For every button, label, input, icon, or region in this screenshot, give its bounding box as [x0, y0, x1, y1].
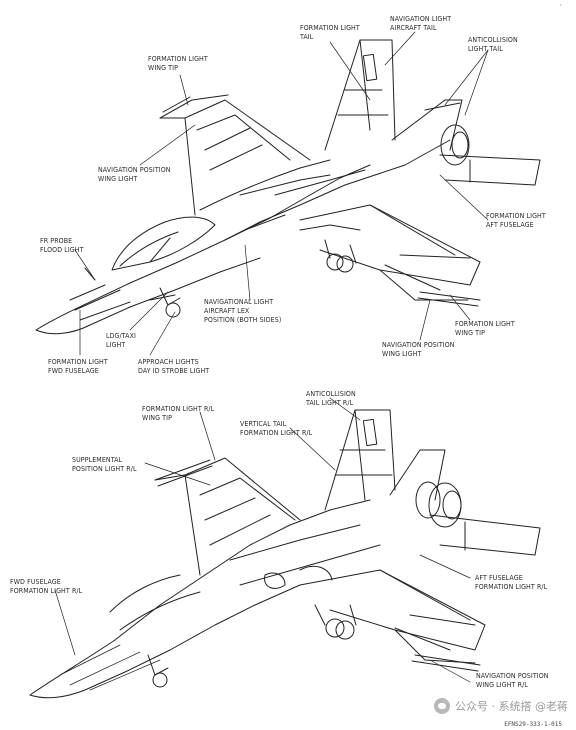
label-formation-light-wing-tip-rl: FORMATION LIGHT R/L WING TIP: [142, 405, 215, 422]
label-fr-probe-flood-light: FR PROBE FLOOD LIGHT: [40, 237, 84, 254]
label-vertical-tail-formation-light: VERTICAL TAIL FORMATION LIGHT R/L: [240, 420, 313, 437]
document-id: EFNS29-333-1-015: [504, 721, 562, 728]
label-aft-fuselage-formation-light: AFT FUSELAGE FORMATION LIGHT R/L: [475, 574, 548, 591]
label-fwd-fuselage-formation-light: FWD FUSELAGE FORMATION LIGHT R/L: [10, 578, 83, 595]
label-formation-light-wing-tip: FORMATION LIGHT WING TIP: [148, 55, 208, 72]
label-anticollision-tail-light: ANTICOLLISION TAIL LIGHT R/L: [306, 390, 356, 407]
corner-mark: ·: [559, 2, 562, 9]
watermark: 公众号 · 系统搭 @老蒋: [434, 698, 568, 714]
label-navigation-position-wing-light: NAVIGATION POSITION WING LIGHT: [98, 166, 171, 183]
label-approach-lights: APPROACH LIGHTS DAY ID STROBE LIGHT: [138, 358, 210, 375]
lower-aircraft-drawing: [30, 410, 540, 698]
wechat-icon: [434, 698, 450, 714]
label-navigational-light-lex: NAVIGATIONAL LIGHT AIRCRAFT LEX POSITION…: [204, 298, 282, 324]
watermark-text: 公众号 · 系统搭 @老蒋: [455, 700, 568, 713]
label-formation-light-tail: FORMATION LIGHT TAIL: [300, 24, 360, 41]
label-ldg-taxi-light: LDG/TAXI LIGHT: [106, 332, 136, 349]
label-navigation-position-wing-light-rl: NAVIGATION POSITION WING LIGHT R/L: [476, 672, 549, 689]
label-supplemental-position-light: SUPPLEMENTAL POSITION LIGHT R/L: [72, 456, 137, 473]
upper-aircraft-drawing: [36, 40, 540, 334]
label-formation-light-fwd-fuselage: FORMATION LIGHT FWD FUSELAGE: [48, 358, 108, 375]
label-formation-light-wing-tip-lower: FORMATION LIGHT WING TIP: [455, 320, 515, 337]
leader-lines: [55, 32, 488, 682]
label-navigation-light-aircraft-tail: NAVIGATION LIGHT AIRCRAFT TAIL: [390, 15, 452, 32]
label-anticollision-light-tail: ANTICOLLISION LIGHT TAIL: [468, 36, 518, 53]
label-formation-light-aft-fuselage: FORMATION LIGHT AFT FUSELAGE: [486, 212, 546, 229]
label-navigation-position-wing-light-lower: NAVIGATION POSITION WING LIGHT: [382, 341, 455, 358]
